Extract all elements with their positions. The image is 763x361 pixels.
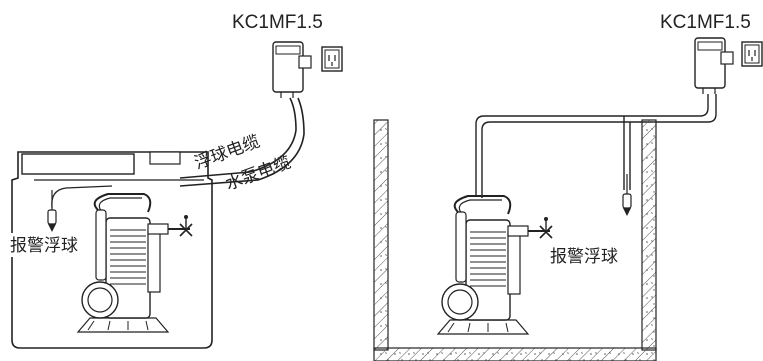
left-pump-cable [179, 97, 305, 187]
left-controller-model-label: KC1MF1.5 [232, 12, 323, 33]
left-tank-inlet [149, 151, 181, 165]
left-tank-outline [11, 151, 213, 349]
left-controller-icon [272, 41, 312, 99]
left-float-cable [179, 97, 297, 179]
right-controller-icon [694, 37, 734, 95]
left-tank-cover [21, 153, 135, 175]
right-alarm-float-label: 报警浮球 [550, 247, 618, 267]
left-pump-icon [77, 193, 191, 333]
left-valve-icon [179, 214, 193, 237]
right-controller-model-label: KC1MF1.5 [660, 12, 751, 33]
right-pump-icon [437, 195, 551, 335]
right-valve-icon [539, 216, 553, 239]
left-alarm-float-label: 报警浮球 [10, 236, 78, 256]
right-pump-cable-outer [475, 94, 709, 196]
right-outlet-icon [741, 41, 763, 67]
left-outlet-icon [321, 46, 343, 72]
right-pump-cable-inner [481, 94, 717, 198]
left-alarm-float-icon [47, 189, 57, 233]
right-panel: KC1MF1.5 报警浮球 [373, 12, 763, 361]
left-float-wire [51, 185, 113, 209]
left-panel: KC1MF1.5 浮球电缆 水泵电缆 报警浮球 [8, 12, 343, 349]
